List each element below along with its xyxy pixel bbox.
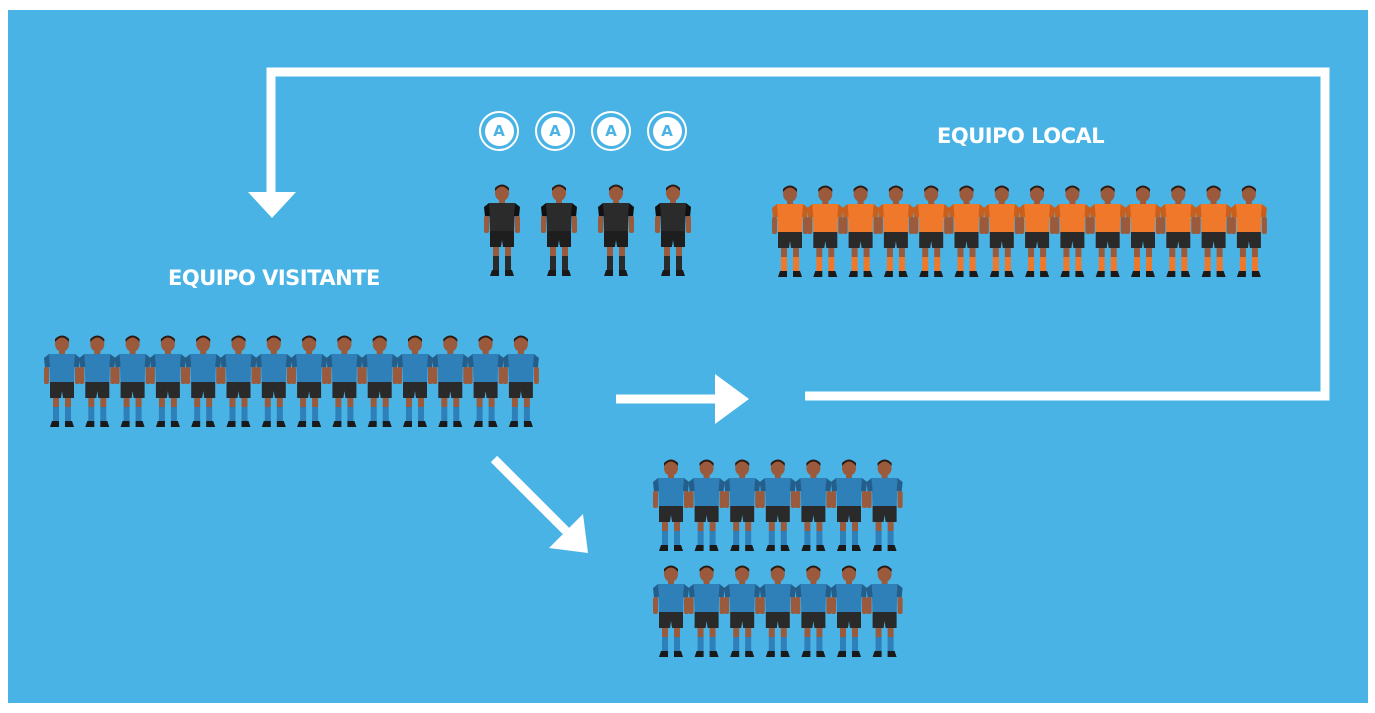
player-icon [877,185,914,277]
player-icon [688,565,725,657]
player-icon [1054,185,1091,277]
referee-icon [655,184,691,276]
referee-badge: A [479,111,519,151]
player-icon [759,459,796,551]
referee-badge-letter: A [484,116,514,146]
referee-icon [484,184,520,276]
player-icon [255,335,292,427]
diagonal-arrow-line [490,455,570,535]
player-icon [866,459,903,551]
player-icon [1089,185,1126,277]
player-icon [432,335,469,427]
player-icon [724,459,761,551]
referee-badge-letter: A [540,116,570,146]
player-icon [772,185,808,277]
visiting-team-label: EQUIPO VISITANTE [168,266,380,290]
referee-badge: A [647,111,687,151]
player-icon [79,335,116,427]
player-icon [831,459,867,551]
player-icon [759,565,796,657]
player-icon [866,565,903,657]
home-team-label: EQUIPO LOCAL [937,124,1105,148]
player-icon [326,335,363,427]
loop-arrow-line [266,67,1330,401]
player-icon [913,185,950,277]
diagram-canvas: EQUIPO VISITANTE EQUIPO LOCAL A A A A [8,10,1368,703]
referee-badge: A [535,111,575,151]
player-icon [467,335,504,427]
player-icon [1195,185,1232,277]
player-icon [220,335,257,427]
player-icon [724,565,761,657]
player-icon [1230,185,1267,277]
player-icon [502,335,539,427]
player-icon [653,565,689,657]
player-icon [291,335,328,427]
arrows-layer [248,67,1330,553]
referee-icon [541,184,577,276]
player-icon [397,335,433,427]
referee-badge: A [591,111,631,151]
player-icon [1125,185,1161,277]
player-icon [149,335,186,427]
arrow-icon [248,192,296,218]
player-icon [114,335,151,427]
player-icon [795,459,832,551]
player-icon [807,185,844,277]
arrow-icon [715,374,749,424]
referee-badge-letter: A [596,116,626,146]
player-icon [185,335,222,427]
player-icon [795,565,832,657]
player-icon [948,185,985,277]
player-icon [1019,185,1056,277]
player-icon [1160,185,1197,277]
player-icon [653,459,689,551]
players-layer [44,184,1267,657]
player-icon [688,459,725,551]
player-icon [842,185,879,277]
referee-icon [598,184,634,276]
diagram-svg [44,67,1330,657]
player-icon [361,335,398,427]
player-icon [44,335,80,427]
arrow-icon [549,514,588,553]
referee-badge-letter: A [652,116,682,146]
player-icon [983,185,1020,277]
player-icon [831,565,867,657]
